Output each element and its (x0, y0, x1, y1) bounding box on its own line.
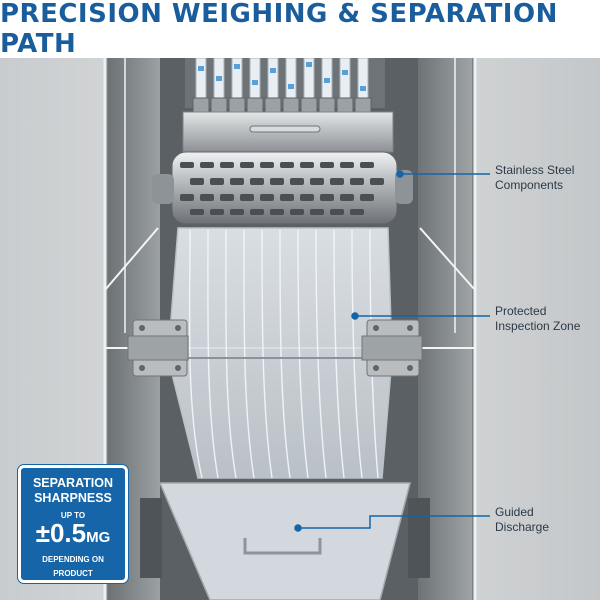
hinge-brackets (127, 319, 423, 377)
callout-line: Guided (495, 505, 534, 519)
callout-line: Components (495, 178, 564, 192)
callout-line: Discharge (495, 520, 550, 534)
callout-line: Protected (495, 304, 547, 318)
badge-note-1: DEPENDING ON (42, 555, 104, 564)
badge-value: ±0.5MG (21, 520, 125, 551)
callout-line: Inspection Zone (495, 319, 581, 333)
badge-note-2: PRODUCT (53, 569, 93, 578)
callout-line: Stainless Steel (495, 163, 575, 177)
badge-title-2: SHARPNESS (34, 491, 112, 505)
badge-prefix: UP TO (60, 511, 86, 520)
badge-title-1: SEPARATION (32, 476, 114, 490)
callout-lines (294, 170, 490, 532)
machine-photo: Stainless Steel Components Protected Ins… (0, 58, 600, 600)
badge-value-number: ±0.5 (35, 518, 87, 548)
page-title: PRECISION WEIGHING & SEPARATION PATH (0, 0, 558, 59)
callout-stainless-steel: Stainless Steel Components (495, 163, 574, 193)
machine-illustration (0, 58, 600, 600)
separation-chute (140, 227, 430, 600)
perforated-drum (152, 151, 413, 225)
callout-guided-discharge: Guided Discharge (495, 505, 549, 535)
separation-badge: SEPARATION SHARPNESS UP TO ±0.5MG DEPEND… (18, 465, 128, 583)
badge-unit: MG (86, 529, 111, 546)
feed-tubes (185, 58, 385, 113)
callout-inspection-zone: Protected Inspection Zone (495, 304, 580, 334)
